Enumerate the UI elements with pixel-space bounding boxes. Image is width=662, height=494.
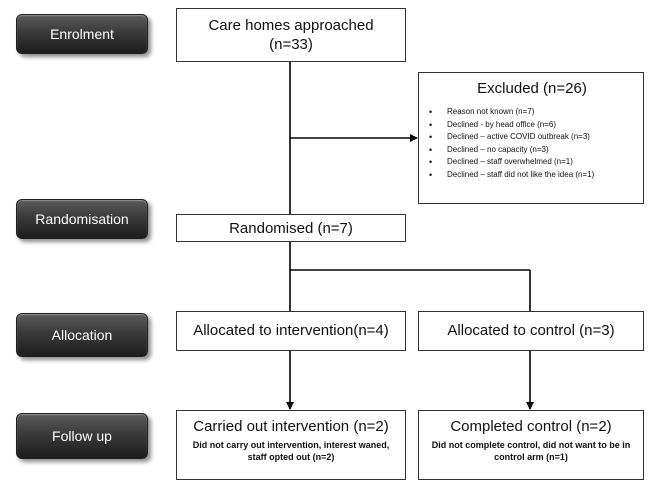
followup-intervention-title: Carried out intervention (n=2) [193, 418, 389, 435]
stage-randomisation: Randomisation [16, 199, 148, 239]
excluded-reason: Declined - by head office (n=6) [429, 119, 635, 132]
stage-allocation: Allocation [16, 313, 148, 357]
followup-control-box: Completed control (n=2) Did not complete… [418, 410, 644, 480]
approached-title: Care homes approached [208, 17, 374, 34]
allocated-intervention-box: Allocated to intervention(n=4) [176, 311, 406, 351]
randomised-title: Randomised (n=7) [229, 220, 353, 237]
stage-follow-up-label: Follow up [52, 428, 112, 444]
excluded-reason: Declined – staff did not like the idea (… [429, 169, 635, 182]
excluded-reason: Declined – staff overwhelmed (n=1) [429, 156, 635, 169]
followup-control-note: Did not complete control, did not want t… [431, 440, 631, 462]
followup-control-title: Completed control (n=2) [450, 418, 612, 435]
allocated-intervention-title: Allocated to intervention(n=4) [193, 322, 389, 339]
allocated-control-title: Allocated to control (n=3) [447, 322, 615, 339]
stage-enrolment-label: Enrolment [50, 26, 114, 42]
followup-intervention-note: Did not carry out intervention, interest… [192, 440, 390, 462]
allocated-control-box: Allocated to control (n=3) [418, 311, 644, 351]
excluded-reason: Reason not known (n=7) [429, 106, 635, 119]
stage-follow-up: Follow up [16, 413, 148, 459]
excluded-reasons-list: Reason not known (n=7) Declined - by hea… [429, 106, 635, 182]
excluded-box: Excluded (n=26) Reason not known (n=7) D… [418, 72, 644, 204]
excluded-title: Excluded (n=26) [477, 80, 587, 97]
stage-randomisation-label: Randomisation [35, 211, 129, 227]
followup-intervention-box: Carried out intervention (n=2) Did not c… [176, 410, 406, 480]
approached-box: Care homes approached (n=33) [176, 8, 406, 62]
randomised-box: Randomised (n=7) [176, 214, 406, 242]
stage-allocation-label: Allocation [51, 327, 113, 343]
stage-enrolment: Enrolment [16, 14, 148, 54]
excluded-reason: Declined – active COVID outbreak (n=3) [429, 131, 635, 144]
approached-count: (n=33) [269, 36, 313, 53]
excluded-reason: Declined – no capacity (n=3) [429, 144, 635, 157]
